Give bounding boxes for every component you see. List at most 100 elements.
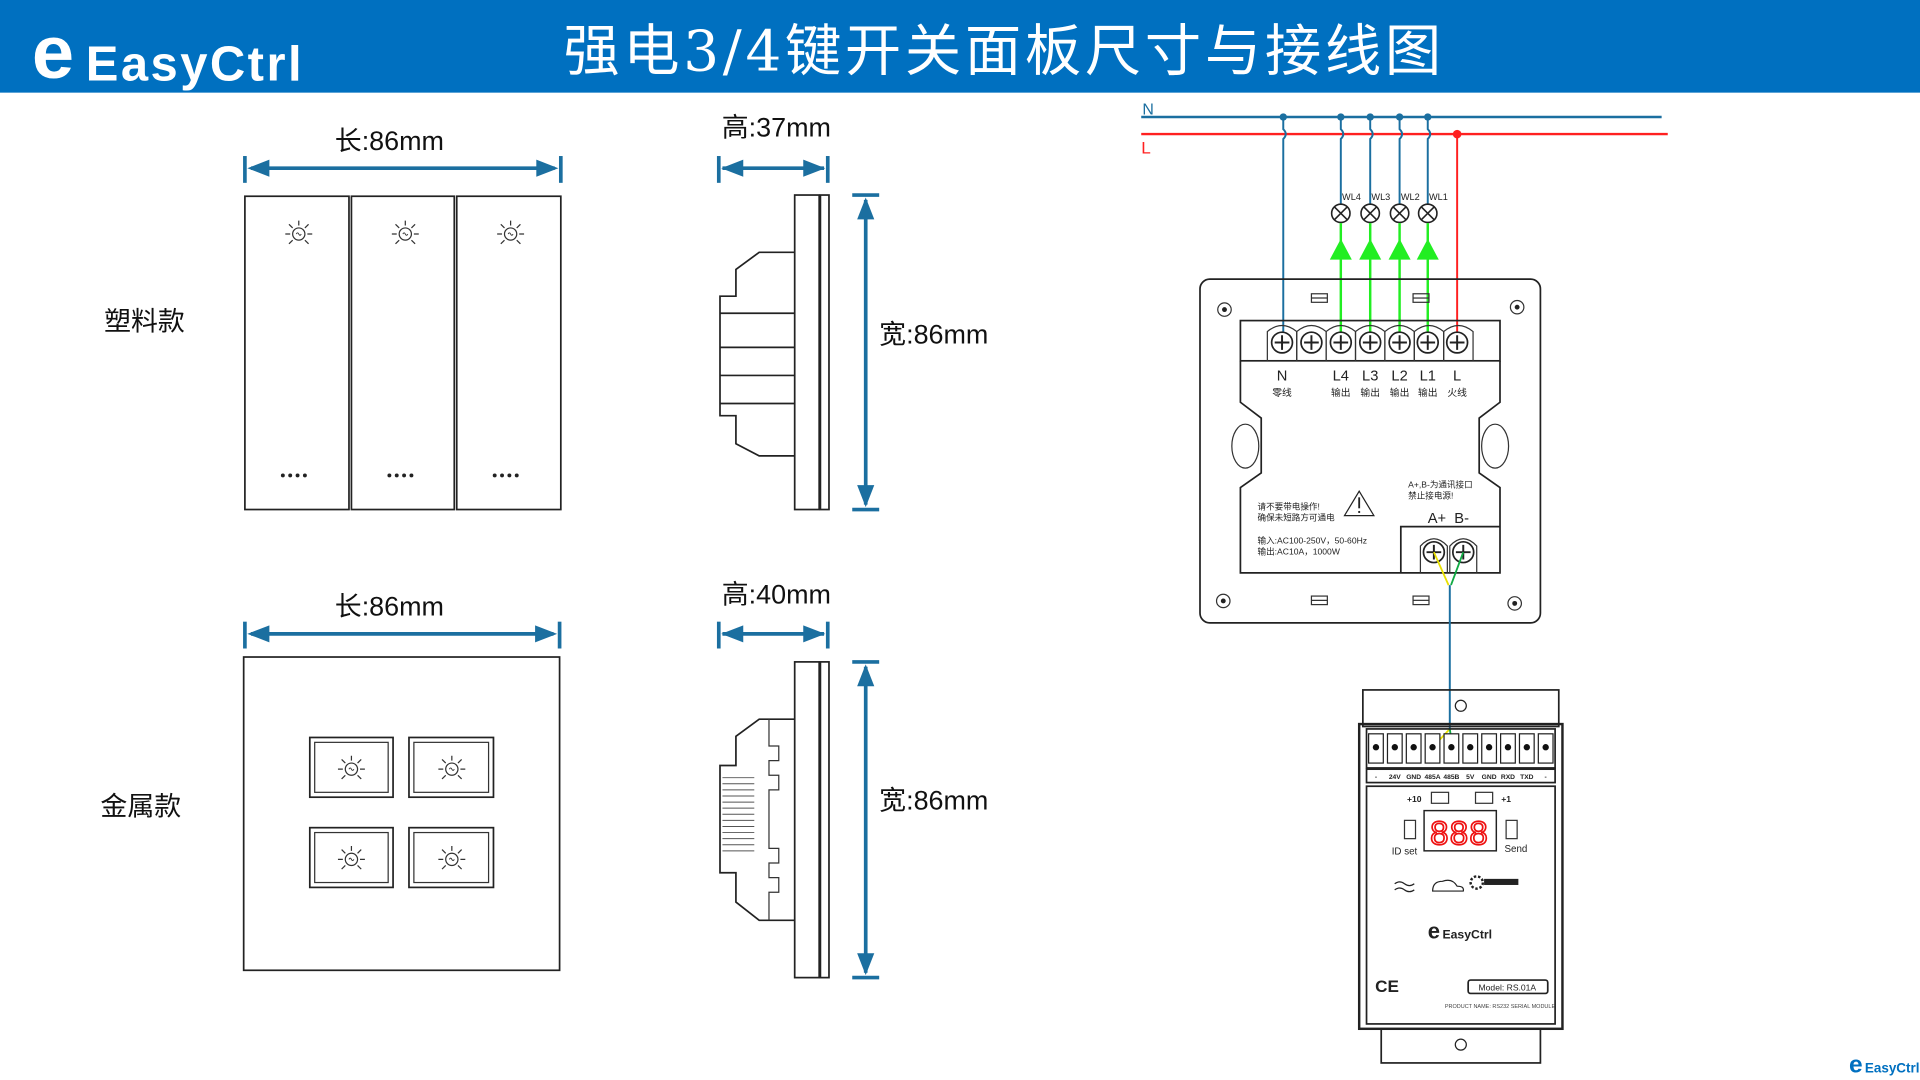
- bulb-icon: [391, 220, 420, 245]
- module-pin-label: 485B: [1443, 774, 1459, 781]
- plastic-length-label: 长:86mm: [335, 126, 444, 156]
- module-pin-hole: [1391, 744, 1398, 751]
- input-spec: 输入:AC100-250V，50-60Hz: [1258, 535, 1368, 546]
- terminal-screw: [1416, 331, 1440, 354]
- plastic-length-dimension: 长:86mm: [243, 126, 563, 183]
- metal-width-label: 宽:86mm: [879, 785, 988, 815]
- key-top-right: [408, 736, 495, 799]
- plastic-height-dimension: 高:37mm: [716, 113, 831, 183]
- product-name: PRODUCT NAME: RS232 SERIAL MODULE: [1445, 1004, 1556, 1010]
- terminal-screw: [1388, 331, 1411, 354]
- module-pin-label: GND: [1406, 774, 1421, 781]
- key-bottom-right: [408, 826, 495, 889]
- module-pin-hole: [1485, 744, 1493, 751]
- neutral-label: N: [1142, 102, 1153, 119]
- terminal-desc: 火线: [1447, 386, 1467, 399]
- bulb-icon: [437, 845, 466, 870]
- lamp-icon: [1389, 203, 1410, 224]
- page-title: 强电3/4键开关面板尺寸与接线图: [563, 20, 1445, 85]
- bulb-icon: [496, 220, 525, 245]
- send-label: Send: [1504, 844, 1527, 855]
- switch-back-panel: N L4 L3 L2 L1 L 零线 输出 输出 输出 输出 火线 请不要带电操…: [1199, 278, 1542, 624]
- module-pin-hole: [1372, 744, 1380, 751]
- wave-icon: [1394, 881, 1415, 893]
- key-top-left: [308, 736, 394, 799]
- metal-width-dimension: 宽:86mm: [852, 660, 988, 980]
- lamp-label: WL3: [1371, 192, 1390, 202]
- output-spec: 输出:AC10A，1000W: [1258, 546, 1341, 557]
- terminal-label: L1: [1420, 368, 1436, 384]
- terminal-label: L4: [1333, 368, 1349, 384]
- id-set-label: ID set: [1392, 847, 1418, 858]
- flow-arrows: [1329, 238, 1439, 260]
- plastic-side-view: [719, 194, 830, 511]
- module-pin-hole: [1448, 744, 1455, 751]
- cloud-iot-icon: [1432, 879, 1465, 892]
- warning-text: 请不要带电操作!: [1258, 501, 1320, 512]
- lamp-label: WL2: [1401, 192, 1420, 202]
- plastic-label: 塑料款: [104, 306, 185, 337]
- indicator-dots: [280, 473, 519, 478]
- module-pin-hole: [1542, 744, 1549, 751]
- terminal-label: L: [1453, 368, 1461, 384]
- terminal-desc: 输出: [1418, 386, 1438, 399]
- send-button: [1505, 819, 1518, 840]
- brand-logo: e EasyCtrl: [32, 10, 304, 95]
- svg-text:EasyCtrl: EasyCtrl: [1442, 928, 1492, 942]
- plastic-front-view: [244, 195, 562, 511]
- metal-height-label: 高:40mm: [722, 579, 831, 609]
- module-pin-label: TXD: [1520, 774, 1534, 781]
- svg-text:e: e: [32, 10, 74, 95]
- module-pin-label: -: [1545, 774, 1547, 781]
- module-pin-hole: [1504, 744, 1512, 751]
- lamp-label: WL4: [1342, 192, 1361, 202]
- lamp-label: WL1: [1429, 192, 1448, 202]
- module-pin-hole: [1523, 744, 1530, 751]
- plus10-label: +10: [1407, 794, 1422, 804]
- metal-length-dimension: 长:86mm: [243, 592, 562, 649]
- model-label: Model: RS.01A: [1479, 982, 1537, 992]
- metal-label: 金属款: [100, 792, 181, 823]
- svg-text:EasyCtrl: EasyCtrl: [1865, 1061, 1920, 1076]
- plus1-label: +1: [1501, 794, 1511, 804]
- module-terminal-row: [1367, 733, 1554, 764]
- terminal-screw: [1270, 331, 1294, 354]
- module-pin-hole: [1429, 744, 1436, 751]
- brand-logo-text: EasyCtrl: [86, 38, 304, 92]
- id-set-button: [1403, 819, 1417, 840]
- plastic-width-label: 宽:86mm: [879, 320, 988, 350]
- bulb-icon: [337, 755, 366, 780]
- module-pin-label: 24V: [1389, 774, 1401, 781]
- module-pin-label: -: [1375, 774, 1377, 781]
- warning-icon: [1343, 490, 1375, 517]
- module-pin-label: GND: [1482, 774, 1497, 781]
- ce-mark: CE: [1375, 977, 1399, 996]
- svg-text:e: e: [1428, 919, 1440, 944]
- bulb-icon: [437, 755, 466, 780]
- terminal-screw-b: [1451, 540, 1475, 564]
- plus10-button: [1430, 791, 1450, 804]
- seven-segment-display: 888: [1430, 815, 1489, 852]
- plastic-width-dimension: 宽:86mm: [852, 193, 988, 512]
- svg-text:e: e: [1849, 1052, 1863, 1079]
- plus1-button: [1474, 791, 1494, 804]
- terminal-screw: [1329, 331, 1353, 354]
- terminal-label: L2: [1391, 368, 1407, 384]
- module-pin-label: 5V: [1466, 774, 1475, 781]
- terminal-desc: 零线: [1272, 386, 1292, 399]
- metal-length-label: 长:86mm: [335, 592, 444, 622]
- lamp-icon: [1360, 203, 1381, 224]
- terminal-screw: [1358, 331, 1382, 354]
- module-pin-label: 485A: [1424, 774, 1440, 781]
- comm-note: A+,B-为通讯接口: [1408, 479, 1473, 490]
- terminal-desc: 输出: [1331, 386, 1351, 399]
- module-pin-hole: [1467, 744, 1474, 751]
- metal-front-view: [242, 656, 561, 972]
- terminal-screw: [1445, 331, 1469, 354]
- metal-side-view: [719, 661, 830, 979]
- lamp-icon: [1417, 203, 1438, 224]
- terminal-label: N: [1277, 368, 1288, 384]
- plastic-height-label: 高:37mm: [722, 113, 831, 143]
